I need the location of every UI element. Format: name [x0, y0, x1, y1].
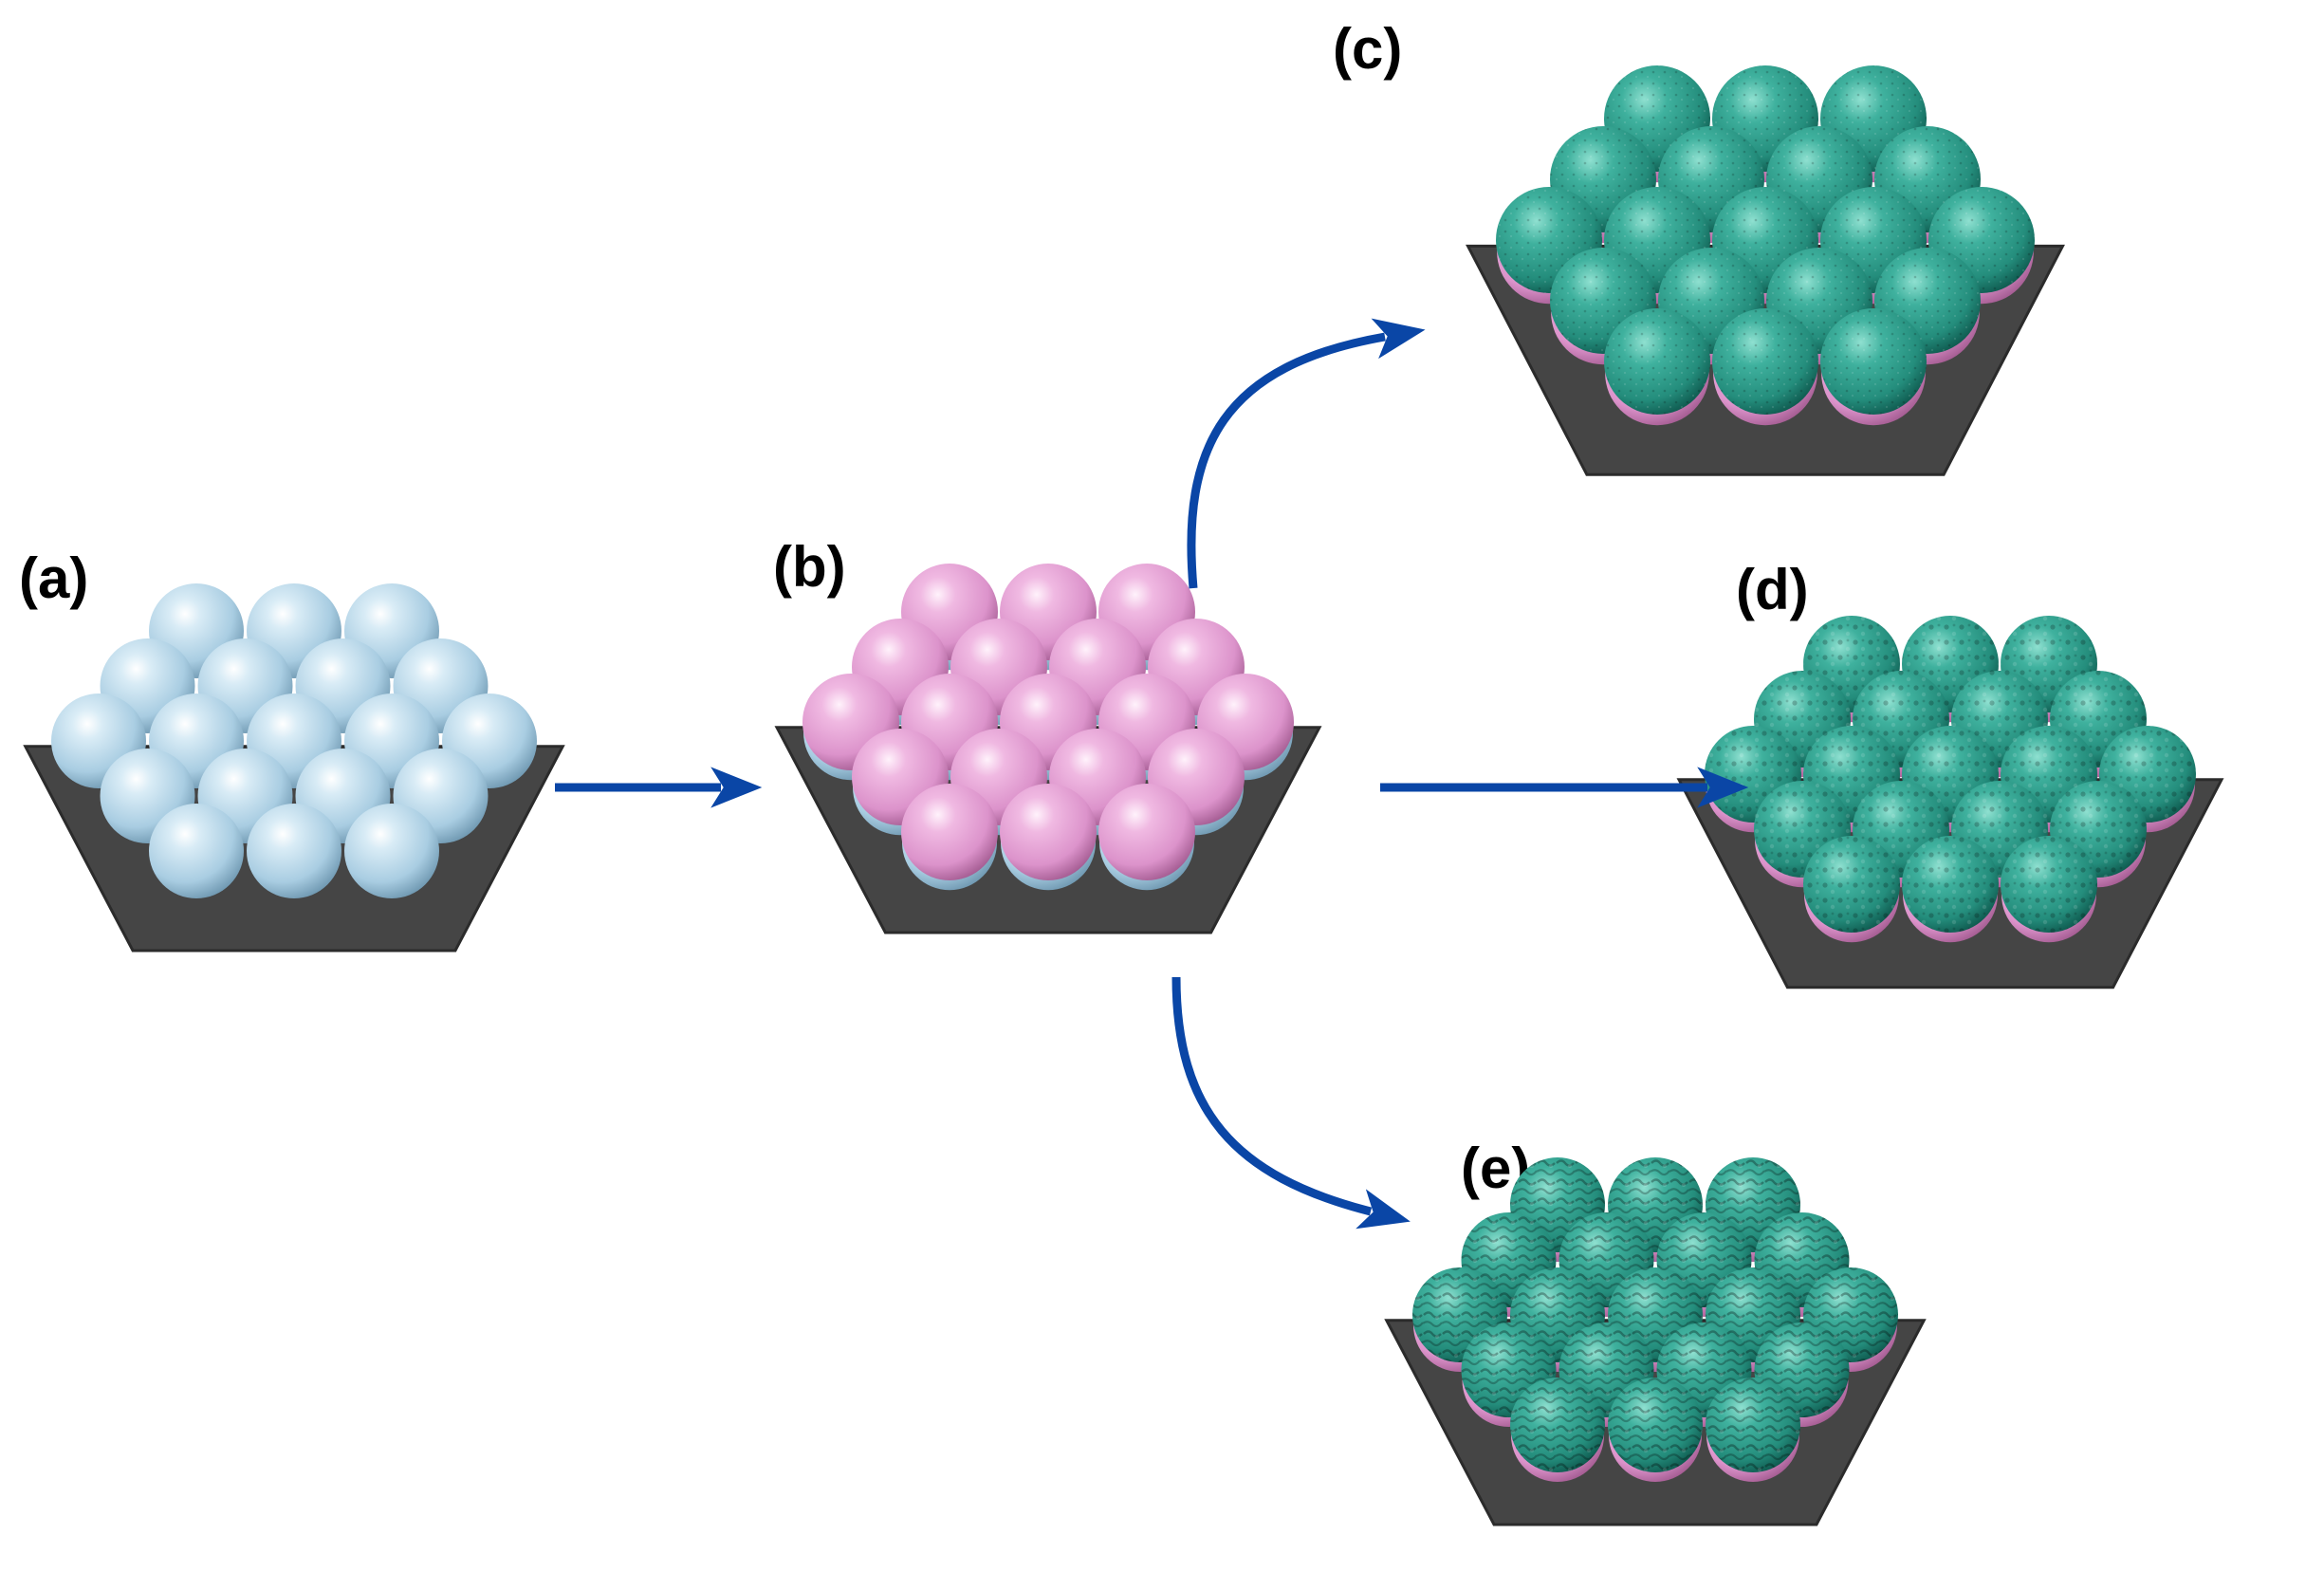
- sphere: [2001, 836, 2097, 943]
- sphere: [1000, 784, 1097, 891]
- sphere: [901, 784, 998, 891]
- sphere: [1098, 784, 1195, 891]
- sphere: [344, 804, 439, 898]
- sphere-array-a: [23, 583, 565, 952]
- sphere-array-d: [1676, 616, 2224, 989]
- panel-label-a: (a): [19, 546, 88, 610]
- sphere: [1510, 1378, 1605, 1482]
- arrow-b-to-c: [1187, 318, 1426, 589]
- sphere-array-c: [1466, 65, 2065, 476]
- sphere: [1712, 308, 1818, 426]
- sphere: [247, 804, 341, 898]
- sphere: [1608, 1378, 1703, 1482]
- sphere: [1820, 308, 1927, 426]
- arrow-b-to-e: [1171, 976, 1411, 1230]
- sphere: [149, 804, 244, 898]
- panel-label-d: (d): [1736, 558, 1809, 621]
- panel-label-b: (b): [773, 535, 846, 599]
- sphere: [1706, 1378, 1800, 1482]
- sphere: [1604, 308, 1710, 426]
- sphere-array-e: [1384, 1157, 1927, 1526]
- process-arrows: [555, 318, 1749, 1230]
- panel-label-c: (c): [1333, 17, 1402, 81]
- sphere: [1803, 836, 1900, 943]
- sphere-array-b: [774, 564, 1322, 934]
- sphere: [1902, 836, 1999, 943]
